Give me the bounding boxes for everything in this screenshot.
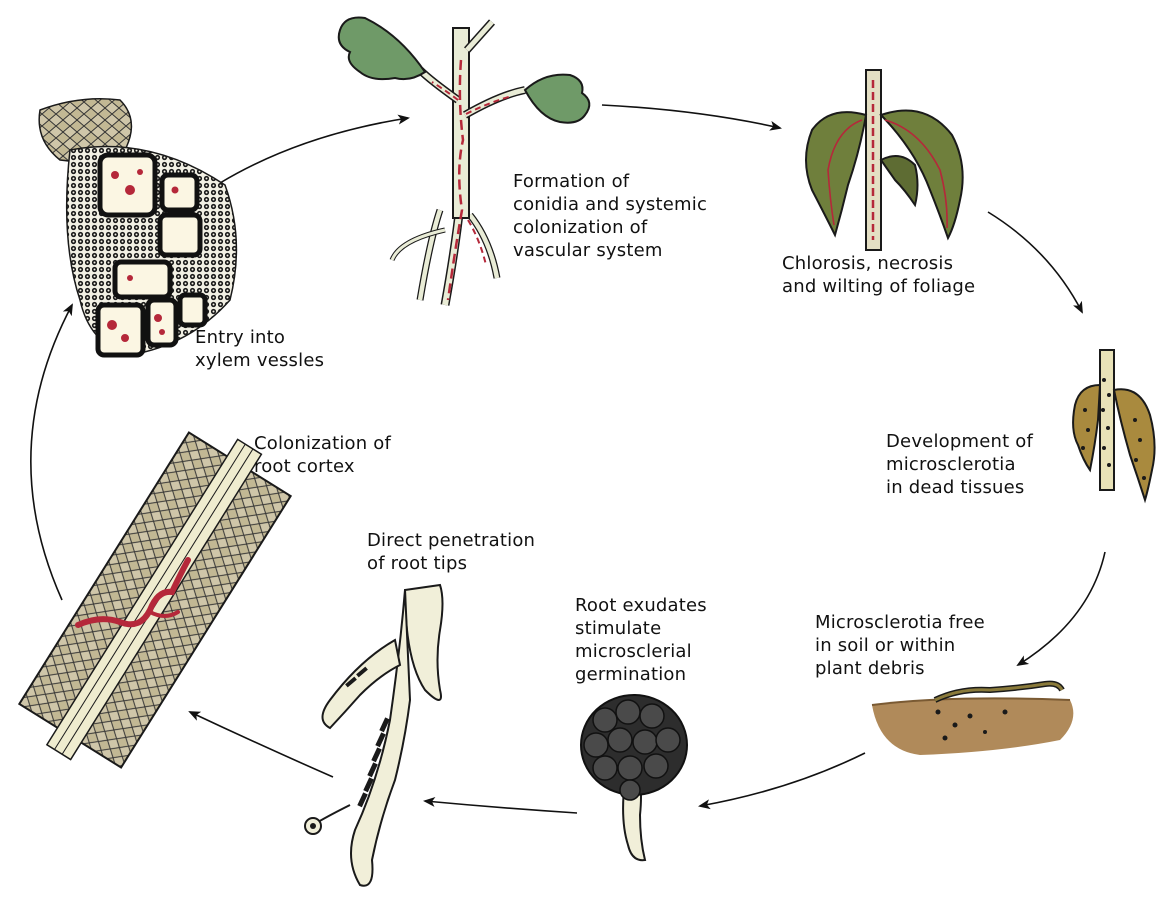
germinating-microsclerotium-icon [581,695,687,860]
arrow-entry-to-formation [220,118,408,183]
root-tip-icon [305,585,443,886]
label-entry-xylem: Entry into xylem vessles [195,326,324,372]
xylem-cross-section-icon [39,99,236,355]
label-chlorosis-wilting: Chlorosis, necrosis and wilting of folia… [782,252,975,298]
label-root-exudates: Root exudates stimulate microsclerial ge… [575,594,707,686]
arrow-exudates-to-direct [425,801,577,813]
arrow-formation-to-chlorosis [602,105,780,128]
label-colonization-root-cortex: Colonization of root cortex [254,432,391,478]
dead-stem-icon [1073,350,1154,500]
soil-debris-icon [872,684,1073,755]
arrow-microfree-to-exudates [700,753,865,806]
label-microsclerotia-free: Microsclerotia free in soil or within pl… [815,611,985,680]
label-direct-penetration: Direct penetration of root tips [367,529,535,575]
wilted-plant-icon [806,70,963,250]
arrow-direct-to-cortex [190,712,333,777]
label-microsclerotia-development: Development of microsclerotia in dead ti… [886,430,1033,499]
arrow-cortex-to-entry [31,305,72,600]
arrow-chlorosis-to-microdev [988,212,1082,312]
label-formation-conidia: Formation of conidia and systemic coloni… [513,170,707,262]
arrow-microdev-to-microfree [1018,552,1105,665]
